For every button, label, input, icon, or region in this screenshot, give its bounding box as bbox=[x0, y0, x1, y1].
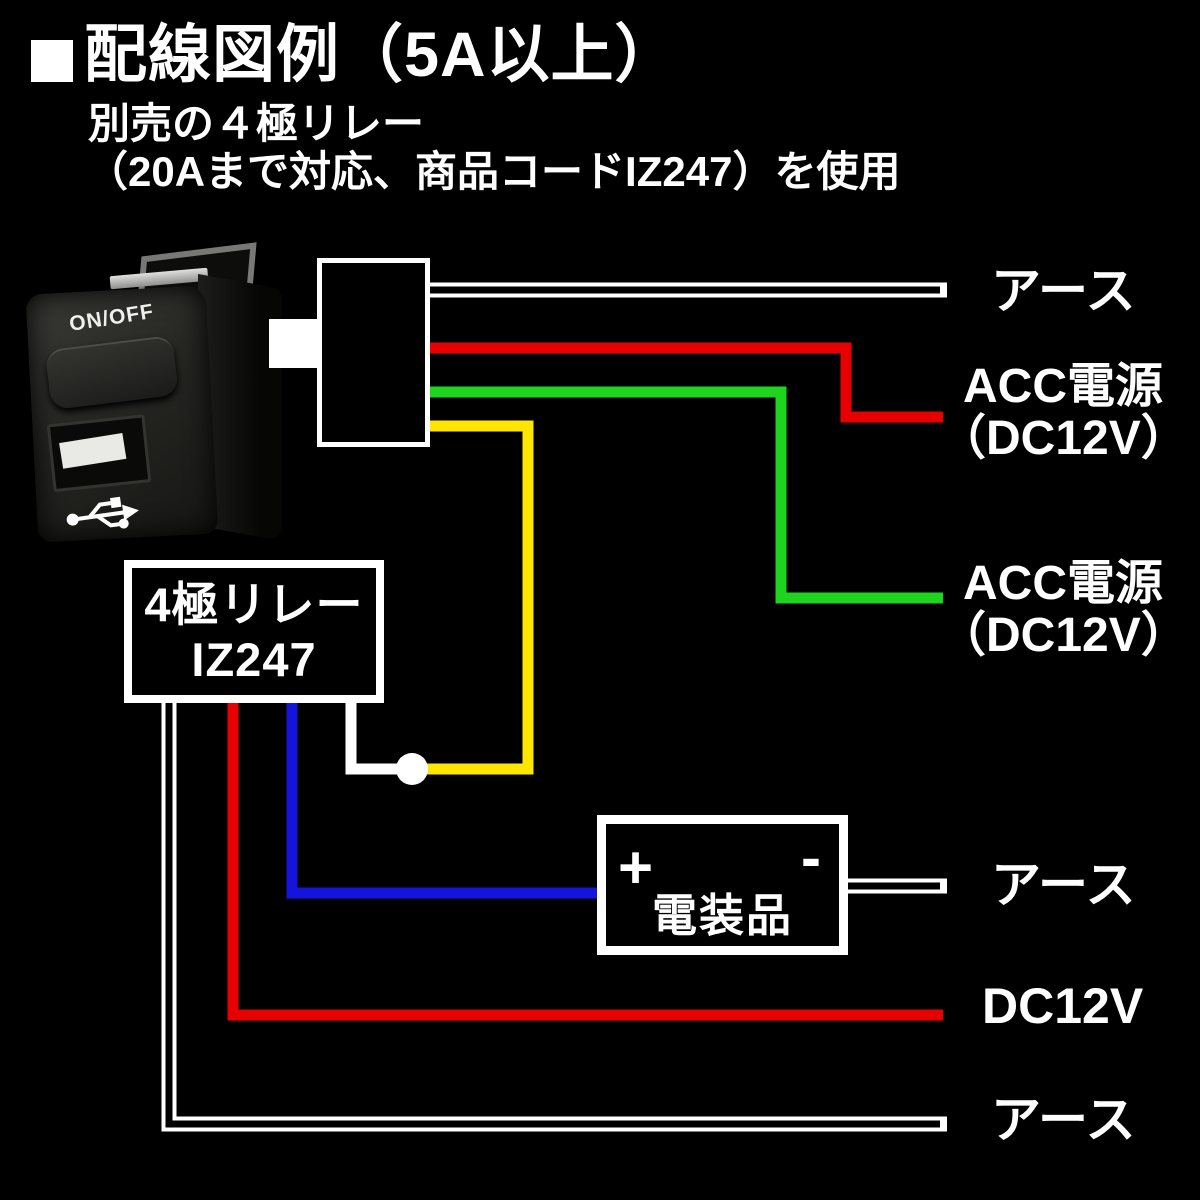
title-bullet-square bbox=[31, 40, 73, 82]
label-ground-mid: アース bbox=[991, 857, 1136, 913]
relay-box-label-line1: 4極リレー bbox=[144, 577, 364, 631]
switch-connector-box bbox=[317, 258, 430, 447]
junction-dot bbox=[396, 753, 428, 785]
usb-port bbox=[46, 414, 152, 493]
wire-dc12v-red bbox=[227, 694, 943, 1021]
usb-icon bbox=[66, 496, 140, 529]
label-acc-mid-line1: ACC電源 bbox=[963, 557, 1163, 610]
usb-port-tab bbox=[59, 433, 127, 469]
load-box: + - 電装品 bbox=[597, 815, 848, 955]
wire-signal-yellow bbox=[416, 420, 534, 775]
load-minus-terminal: - bbox=[801, 824, 821, 891]
label-dc12v: DC12V bbox=[982, 978, 1144, 1034]
page-title: 配線図例（5A以上） bbox=[84, 20, 679, 90]
wire-acc-green bbox=[426, 386, 943, 604]
wire-ground-bottom-core bbox=[165, 694, 940, 1128]
subtitle-line1: 別売の４極リレー bbox=[88, 100, 425, 147]
switch-button bbox=[44, 334, 179, 411]
product-photo: ON/OFF bbox=[22, 230, 282, 543]
photo-front-face: ON/OFF bbox=[25, 285, 219, 543]
onoff-label: ON/OFF bbox=[67, 299, 156, 336]
load-box-label: 電装品 bbox=[651, 890, 793, 941]
relay-box: 4極リレー IZ247 bbox=[124, 560, 384, 703]
label-acc-top-line1: ACC電源 bbox=[963, 360, 1163, 413]
label-acc-top-line2: （DC12V） bbox=[938, 412, 1189, 465]
subtitle-line2: （20Aまで対応、商品コードIZ247）を使用 bbox=[86, 148, 901, 195]
label-acc-mid-line2: （DC12V） bbox=[938, 609, 1189, 662]
label-ground-top: アース bbox=[991, 263, 1136, 319]
wire-relay-white bbox=[345, 694, 412, 775]
wire-load-blue bbox=[286, 694, 606, 899]
relay-box-label-line2: IZ247 bbox=[191, 632, 317, 686]
wire-acc-red bbox=[426, 342, 943, 423]
load-plus-terminal: + bbox=[618, 834, 654, 901]
label-ground-bottom: アース bbox=[991, 1092, 1136, 1148]
switch-connector-stub bbox=[269, 319, 317, 368]
